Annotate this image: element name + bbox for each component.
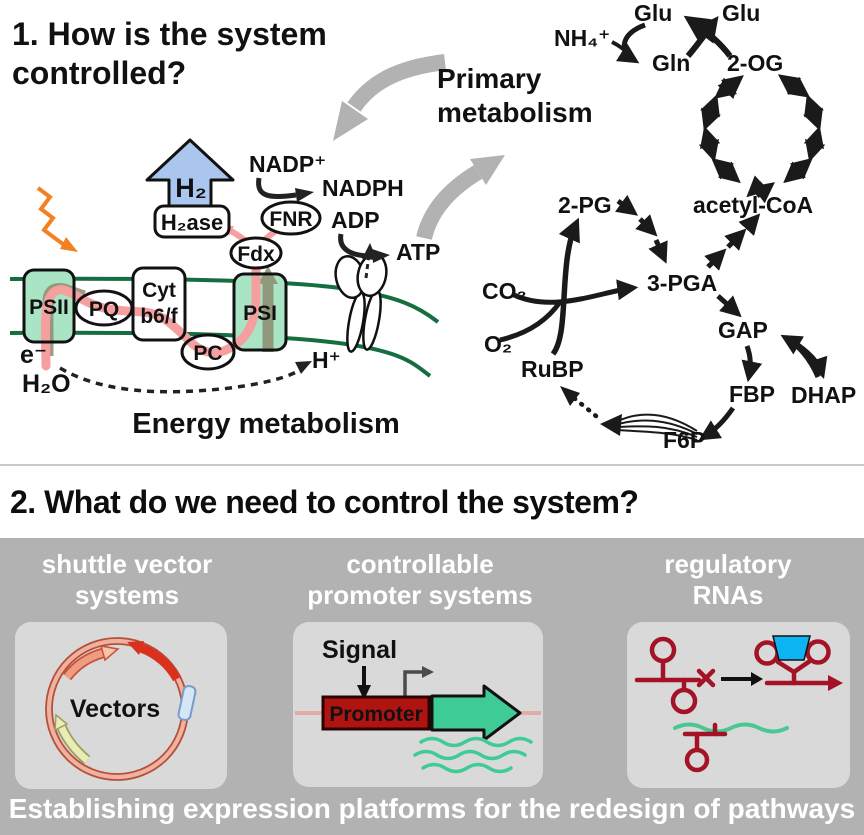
electron-label: e⁻: [20, 341, 47, 369]
section1-title-line1: 1. How is the system: [12, 16, 327, 52]
rubp-arrowhead-icon: [560, 386, 580, 406]
promoter-box: [321, 695, 431, 731]
nadph-label: NADPH: [322, 175, 404, 201]
svg-text:FBP: FBP: [729, 381, 775, 407]
section2-panel: shuttle vector systems controllable prom…: [0, 538, 864, 835]
mrna-transcripts-icon: [413, 736, 533, 774]
svg-text:2-OG: 2-OG: [727, 50, 783, 76]
thylakoid-membrane-icon: [9, 276, 440, 378]
adp-to-atp-arrow-icon: [338, 233, 390, 279]
svg-text:GAP: GAP: [718, 317, 768, 343]
nadp-to-nadph-arrow-icon: [256, 177, 314, 202]
shuttle-vector-header: shuttle vector systems: [41, 549, 213, 610]
pq-label: PQ: [89, 298, 119, 321]
primary-metabolism-label-line1: Primary: [437, 63, 542, 94]
psii-label: PSII: [29, 296, 69, 319]
svg-text:CO₂: CO₂: [482, 278, 527, 304]
proton-label: H⁺: [312, 347, 341, 373]
promoter-system-card: Signal Promoter: [293, 622, 543, 787]
section2-title: 2. What do we need to control the system…: [10, 484, 639, 520]
fdx-ellipse: Fdx: [229, 236, 283, 270]
state-change-arrow-icon: [721, 672, 763, 686]
vectors-label: Vectors: [70, 695, 160, 723]
section1-diagram: 1. How is the system controlled? Primary…: [9, 0, 856, 453]
svg-text:Glu: Glu: [722, 0, 760, 26]
svg-text:H₂ase: H₂ase: [161, 210, 223, 235]
section1-title-line2: controlled?: [12, 55, 186, 91]
rna-diagram-icon: [634, 635, 843, 773]
atp-synthase-icon: [334, 253, 388, 353]
gene-arrow-icon: [430, 684, 522, 742]
atp-label: ATP: [396, 239, 440, 265]
plasmid-gene-yellow-arrow-icon: [54, 713, 91, 765]
plasmid-map-icon: Vectors: [45, 637, 197, 781]
energy-metabolism-label: Energy metabolism: [132, 408, 400, 440]
proton-gradient-arrow-icon: [59, 361, 312, 394]
svg-text:DHAP: DHAP: [791, 382, 856, 408]
svg-text:NH₄⁺: NH₄⁺: [554, 25, 610, 51]
plasmid-gene-red-arrow-icon: [127, 641, 181, 682]
photosystem-outlines: [22, 266, 288, 371]
svg-text:FNR: FNR: [269, 208, 312, 231]
ligand-icon: [772, 635, 811, 661]
gray-arrow-to-energy-icon: [333, 54, 446, 141]
riboswitch-off-icon: [634, 636, 716, 715]
metabolite-labels: Glu Glu NH₄⁺ Gln 2-OG acetyl-CoA 2-PG 3-…: [482, 0, 856, 453]
light-photon-icon: [36, 186, 78, 252]
hydrogenase-box: H₂ase: [153, 204, 231, 239]
promoter-diagram-icon: Signal Promoter: [295, 636, 541, 774]
gray-arrow-to-primary-icon: [416, 155, 505, 241]
svg-text:Glu: Glu: [634, 0, 672, 26]
primary-metabolism-label-line2: metabolism: [437, 97, 593, 128]
cytb6f-label-line1: Cyt: [142, 279, 176, 302]
svg-text:Gln: Gln: [652, 50, 690, 76]
cytb6f-label-line2: b6/f: [140, 305, 178, 328]
section-divider: [0, 464, 864, 466]
svg-text:3-PGA: 3-PGA: [647, 270, 717, 296]
adp-label: ADP: [331, 207, 380, 233]
h2-output-arrow-icon: H₂: [145, 138, 235, 210]
svg-text:F6P: F6P: [663, 427, 705, 453]
antisense-rna-icon: [682, 722, 728, 773]
regulatory-rnas-header: regulatory RNAs: [664, 549, 792, 610]
svg-text:Fdx: Fdx: [237, 243, 275, 266]
plasmid-gene-salmon-arrow-icon: [62, 645, 120, 681]
pc-label: PC: [193, 342, 222, 365]
target-mrna-icon: [673, 722, 789, 734]
section2-caption: Establishing expression platforms for th…: [8, 793, 856, 824]
primary-metabolism-network: [499, 15, 828, 441]
psi-label: PSI: [243, 302, 277, 325]
svg-text:acetyl-CoA: acetyl-CoA: [693, 192, 813, 218]
signal-label: Signal: [322, 636, 397, 664]
nadp-label: NADP⁺: [249, 151, 326, 177]
signal-arrow-icon: [357, 666, 371, 700]
tss-bent-arrow-icon: [403, 666, 434, 697]
regulatory-rna-card: [627, 622, 850, 788]
fnr-ellipse: FNR: [260, 200, 322, 236]
promoter-label: Promoter: [329, 703, 422, 726]
plasmid-marker-segment-icon: [177, 685, 197, 721]
h2o-label: H₂O: [22, 370, 71, 398]
promoter-systems-header: controllable promoter systems: [307, 549, 533, 610]
svg-text:O₂: O₂: [484, 331, 512, 357]
svg-text:RuBP: RuBP: [521, 356, 584, 382]
svg-text:2-PG: 2-PG: [558, 192, 612, 218]
shuttle-vector-card: Vectors: [15, 622, 227, 789]
translation-arrowhead-icon: [828, 675, 843, 691]
f6p-bundle-arrowhead-icon: [600, 414, 622, 436]
h2-label: H₂: [175, 173, 207, 203]
